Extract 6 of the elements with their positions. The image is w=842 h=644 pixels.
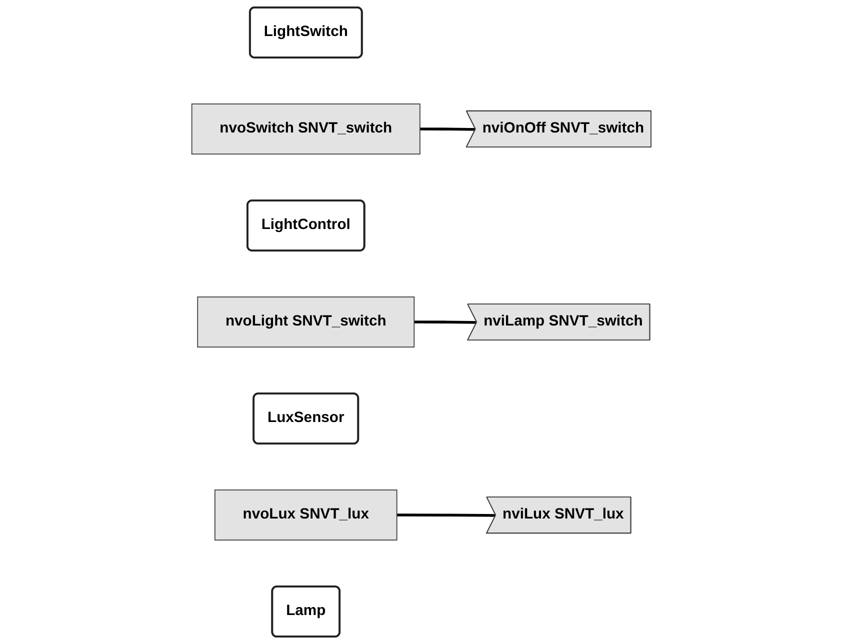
node-box: nvoSwitch SNVT_switch [190,103,420,154]
connector [414,320,477,324]
node-box: nvoLight SNVT_switch [196,296,414,348]
connector [396,514,496,517]
connector [420,128,476,131]
node-box: nvoLux SNVT_lux [214,490,397,541]
